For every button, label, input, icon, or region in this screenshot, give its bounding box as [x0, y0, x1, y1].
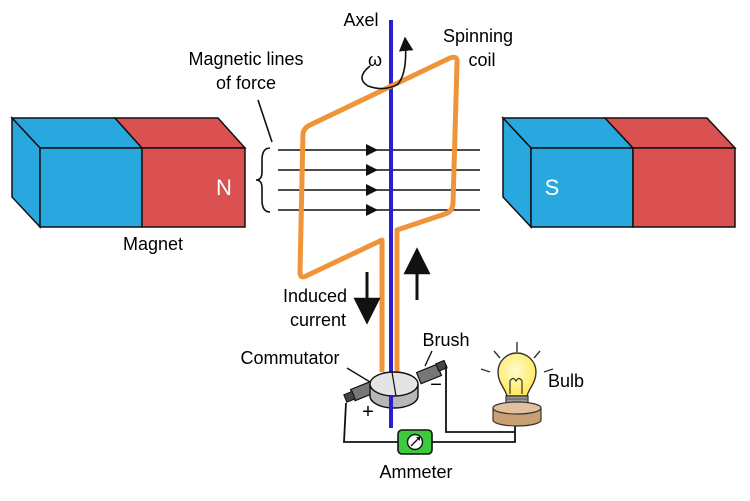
field-arrow — [366, 164, 378, 176]
brush-pointer — [424, 350, 433, 367]
axel-label: Axel — [343, 10, 378, 30]
induced-current-label-line2: current — [290, 310, 346, 330]
bulb-label: Bulb — [548, 371, 584, 391]
circuit-wires — [343, 365, 516, 443]
commutator-pointer — [346, 367, 371, 383]
omega-label: ω — [368, 50, 382, 70]
magnet-label: Magnet — [123, 234, 183, 254]
field-line-arrows — [366, 144, 378, 216]
lines-of-force-label-line1: Magnetic lines — [188, 49, 303, 69]
spinning-coil-label-line2: coil — [468, 50, 495, 70]
field-lines-brace — [255, 147, 271, 213]
bulb-base-top — [492, 401, 542, 415]
negative-terminal-label: − — [430, 374, 442, 396]
commutator-label: Commutator — [240, 348, 339, 368]
induced-current-label-line1: Induced — [283, 286, 347, 306]
brush-label: Brush — [422, 330, 469, 350]
field-arrow — [366, 144, 378, 156]
field-arrow — [366, 204, 378, 216]
magnet-south-front-red — [632, 147, 736, 228]
magnetic-field-lines — [278, 149, 480, 211]
commutator — [369, 371, 419, 409]
magnet-south-front-blue — [530, 147, 634, 228]
ammeter — [397, 429, 433, 455]
lines-of-force-pointer — [257, 99, 273, 143]
magnet-north-front-red — [141, 147, 246, 228]
wire-right — [445, 365, 516, 433]
bulb-glass — [497, 352, 537, 397]
ammeter-label: Ammeter — [379, 462, 452, 482]
lines-of-force-label-line2: of force — [216, 73, 276, 93]
wire-ammeter — [432, 432, 516, 443]
bulb-filament — [509, 377, 523, 394]
brush-right — [415, 359, 448, 385]
induced-current-arrows — [353, 247, 431, 325]
north-pole-label: N — [216, 175, 232, 200]
bulb-rays — [480, 342, 554, 373]
spinning-coil — [297, 54, 460, 372]
magnet-north: N — [10, 116, 247, 229]
wire-left — [343, 402, 398, 443]
field-arrow — [366, 184, 378, 196]
magnet-north-front-blue — [39, 147, 143, 228]
positive-terminal-label: + — [362, 401, 374, 423]
rotation-arrow — [361, 36, 414, 90]
light-bulb — [480, 342, 554, 427]
spinning-coil-label-line1: Spinning — [443, 26, 513, 46]
magnet-south: S — [501, 116, 737, 229]
south-pole-label: S — [545, 175, 560, 200]
